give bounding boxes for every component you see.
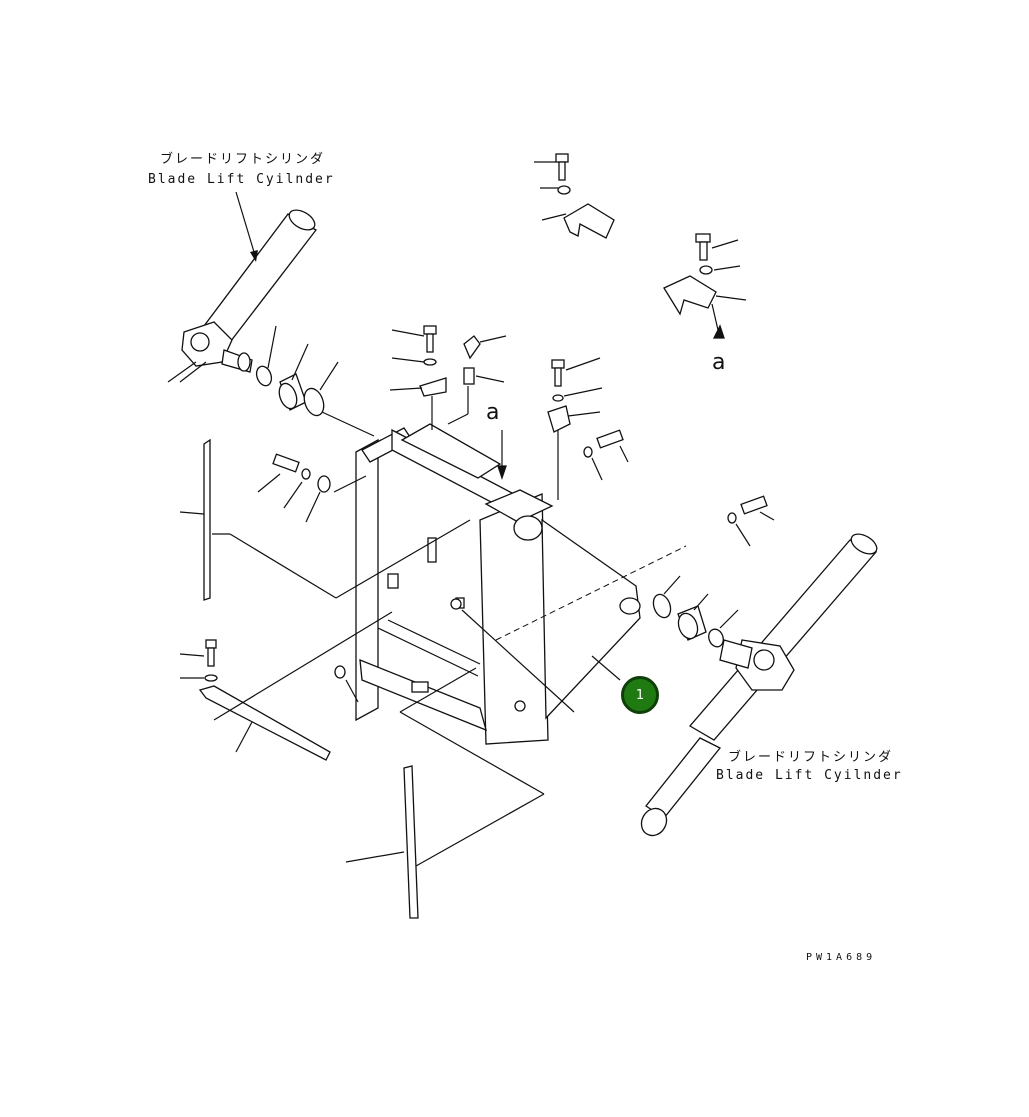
left-bushing-set xyxy=(255,325,375,437)
left-cylinder-label-jp: ブレードリフトシリンダ xyxy=(160,152,326,167)
view-reference-a-upper: a xyxy=(712,350,726,375)
view-reference-a-lower: a xyxy=(486,400,500,425)
right-cylinder-label-jp: ブレードリフトシリンダ xyxy=(728,750,894,765)
part-callout-1[interactable]: 1 xyxy=(621,676,659,714)
left-cylinder-label-en: Blade Lift Cyilnder xyxy=(148,172,335,187)
left-label-arrow xyxy=(235,191,258,262)
drawing-code: PW1A689 xyxy=(806,952,877,963)
pin-centerline xyxy=(495,545,687,641)
right-bushing-set xyxy=(652,575,739,648)
top-bracket-assembly xyxy=(534,153,615,239)
right-bracket-assembly xyxy=(663,233,747,339)
side-covers xyxy=(179,438,575,919)
right-blade-lift-cylinder xyxy=(640,533,878,837)
callout-1-leader xyxy=(591,655,621,681)
right-cylinder-label-en: Blade Lift Cyilnder xyxy=(716,768,903,783)
center-hardware xyxy=(257,325,775,547)
main-frame xyxy=(355,423,641,745)
left-blade-lift-cylinder xyxy=(167,209,317,383)
